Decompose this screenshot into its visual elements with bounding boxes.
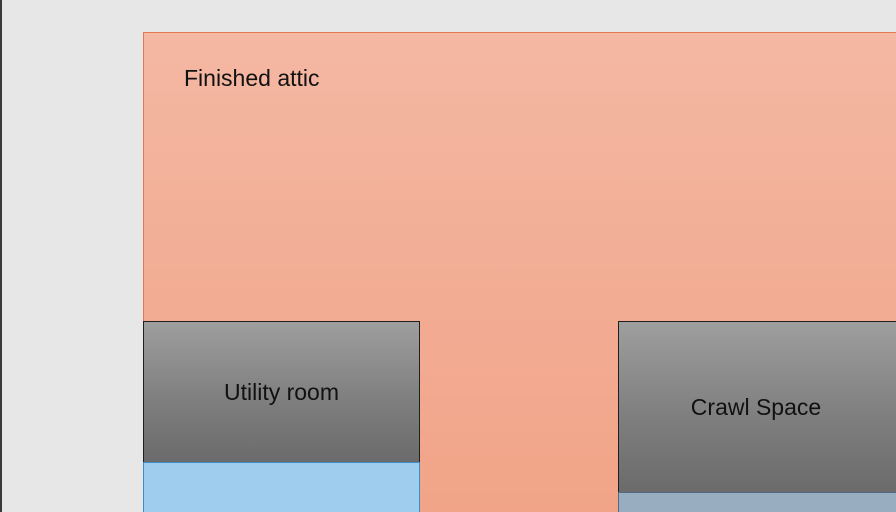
crawl-space-label: Crawl Space (690, 393, 822, 420)
crawl-space-region: Crawl Space (618, 321, 896, 493)
utility-room-label: Utility room (223, 378, 339, 405)
frame-divider-line (0, 0, 2, 512)
utility-room-region: Utility room (143, 321, 420, 463)
utility-room-lower-strip (143, 462, 420, 512)
finished-attic-label: Finished attic (184, 65, 320, 91)
crawl-space-lower-strip (618, 492, 896, 512)
